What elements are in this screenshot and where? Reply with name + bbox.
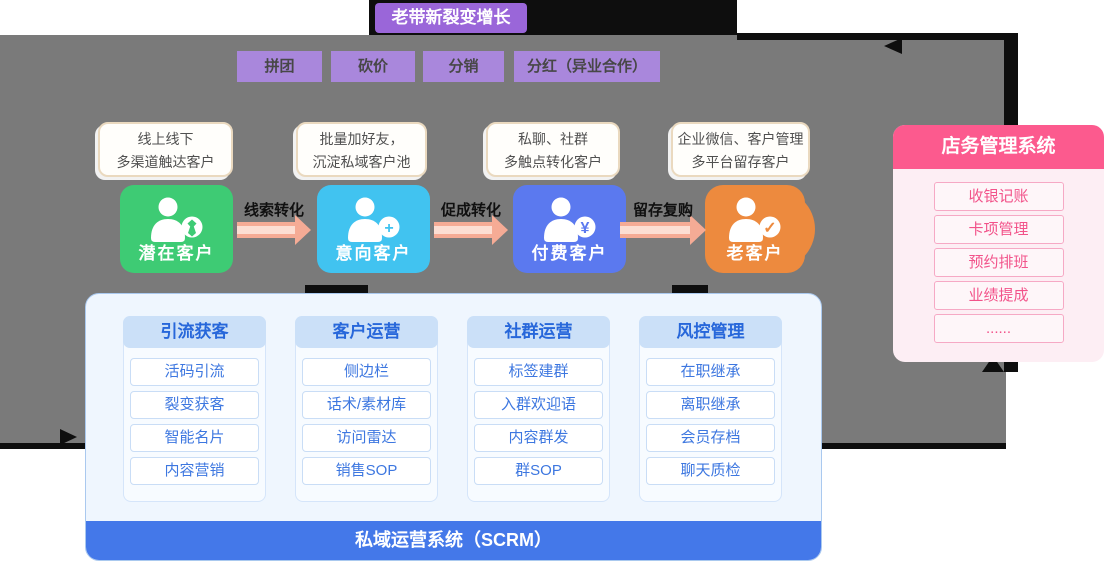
store-item: 收银记账: [933, 182, 1064, 211]
scrm-feature: 离职继承: [646, 391, 775, 419]
plus-badge-icon: +: [384, 220, 393, 237]
arrowhead-right-icon: [60, 429, 77, 445]
scrm-feature: 话术/素材库: [302, 391, 431, 419]
stage-label: 意向客户: [335, 244, 412, 263]
stage-label: 老客户: [726, 244, 784, 263]
store-item: 卡项管理: [933, 215, 1064, 244]
tactic-bargain: 砍价: [331, 51, 415, 82]
column-header: 客户运营: [295, 316, 438, 348]
stage-intent-customer: + 意向客户: [317, 185, 430, 273]
stage-note-card: 线上线下 多渠道触达客户: [98, 122, 233, 177]
person-check-icon: ✓: [729, 197, 781, 242]
scrm-feature: 裂变获客: [130, 391, 259, 419]
transition-label: 促成转化: [440, 202, 501, 219]
arrow-head: [690, 215, 706, 245]
note-line: 沉淀私域客户池: [312, 154, 411, 170]
stage-label: 付费客户: [531, 244, 608, 263]
stage-note-card: 批量加好友， 沉淀私域客户池: [296, 122, 427, 177]
yuan-badge-icon: ¥: [580, 220, 589, 237]
stage-note-card: 企业微信、客户管理 多平台留存客户: [671, 122, 810, 177]
check-badge-icon: ✓: [763, 220, 776, 237]
column-header: 社群运营: [467, 316, 610, 348]
store-item: 业绩提成: [933, 281, 1064, 310]
stage-paying-customer: ¥ 付费客户: [513, 185, 626, 273]
arrowhead-left-icon: [884, 38, 902, 54]
store-item: 预约排班: [933, 248, 1064, 277]
note-line: 多平台留存客户: [691, 154, 790, 170]
stage-note-card: 私聊、社群 多触点转化客户: [486, 122, 620, 177]
arrow-head: [492, 215, 508, 245]
scrm-column-community-ops: 社群运营 标签建群 入群欢迎语 内容群发 群SOP: [467, 316, 610, 502]
scrm-feature: 内容营销: [130, 457, 259, 485]
loop-dash: [672, 285, 708, 293]
tactic-dividend: 分红（异业合作）: [514, 51, 660, 82]
arrow-head: [295, 215, 311, 245]
flow-arrow-icon: [434, 215, 508, 245]
scrm-feature: 标签建群: [474, 358, 603, 386]
note-line: 企业微信、客户管理: [677, 131, 804, 147]
arrow-shaft: [434, 222, 494, 238]
scrm-column-acquisition: 引流获客 活码引流 裂变获客 智能名片 内容营销: [123, 316, 266, 502]
note-line: 多触点转化客户: [504, 154, 602, 170]
store-panel-title: 店务管理系统: [893, 125, 1104, 169]
arrow-shaft: [237, 222, 297, 238]
store-management-panel: 店务管理系统 收银记账 卡项管理 预约排班 业绩提成 ......: [893, 125, 1104, 362]
stage-repeat-customer: ✓ 老客户: [705, 185, 815, 273]
arrow-shaft: [620, 222, 692, 238]
stage-label: 潜在客户: [138, 244, 215, 263]
tie-badge-icon: [187, 219, 196, 237]
scrm-feature: 侧边栏: [302, 358, 431, 386]
scrm-feature: 入群欢迎语: [474, 391, 603, 419]
store-item-ellipsis: ......: [933, 314, 1064, 343]
flow-arrow-icon: [237, 215, 311, 245]
person-plus-icon: +: [347, 197, 399, 242]
scrm-feature: 聊天质检: [646, 457, 775, 485]
store-panel-body: 收银记账 卡项管理 预约排班 业绩提成 ......: [893, 169, 1104, 343]
scrm-feature: 活码引流: [130, 358, 259, 386]
column-header: 引流获客: [123, 316, 266, 348]
person-tie-icon: [150, 197, 202, 242]
scrm-panel-title: 私域运营系统（SCRM）: [86, 521, 821, 560]
transition-label: 留存复购: [632, 202, 693, 219]
transition-label: 线索转化: [243, 202, 304, 219]
loop-line-top: [737, 33, 1004, 40]
person-yuan-icon: ¥: [543, 197, 595, 242]
scrm-feature: 智能名片: [130, 424, 259, 452]
stage-potential-customer: 潜在客户: [120, 185, 233, 273]
scrm-feature: 会员存档: [646, 424, 775, 452]
scrm-panel: 引流获客 活码引流 裂变获客 智能名片 内容营销 客户运营 侧边栏 话术/素材库…: [85, 293, 822, 561]
scrm-column-customer-ops: 客户运营 侧边栏 话术/素材库 访问雷达 销售SOP: [295, 316, 438, 502]
note-line: 私聊、社群: [518, 131, 588, 147]
scrm-feature: 在职继承: [646, 358, 775, 386]
scrm-feature: 销售SOP: [302, 457, 431, 485]
flow-arrow-icon: [620, 215, 706, 245]
tactic-distribution: 分销: [423, 51, 504, 82]
note-line: 多渠道触达客户: [116, 154, 215, 170]
scrm-feature: 内容群发: [474, 424, 603, 452]
growth-banner: 老带新裂变增长: [375, 3, 527, 33]
column-header: 风控管理: [639, 316, 782, 348]
tactic-groupbuy: 拼团: [237, 51, 322, 82]
note-line: 线上线下: [137, 131, 194, 147]
loop-dash: [305, 285, 368, 293]
scrm-column-risk-control: 风控管理 在职继承 离职继承 会员存档 聊天质检: [639, 316, 782, 502]
scrm-feature: 访问雷达: [302, 424, 431, 452]
scrm-feature: 群SOP: [474, 457, 603, 485]
note-line: 批量加好友，: [319, 131, 404, 147]
